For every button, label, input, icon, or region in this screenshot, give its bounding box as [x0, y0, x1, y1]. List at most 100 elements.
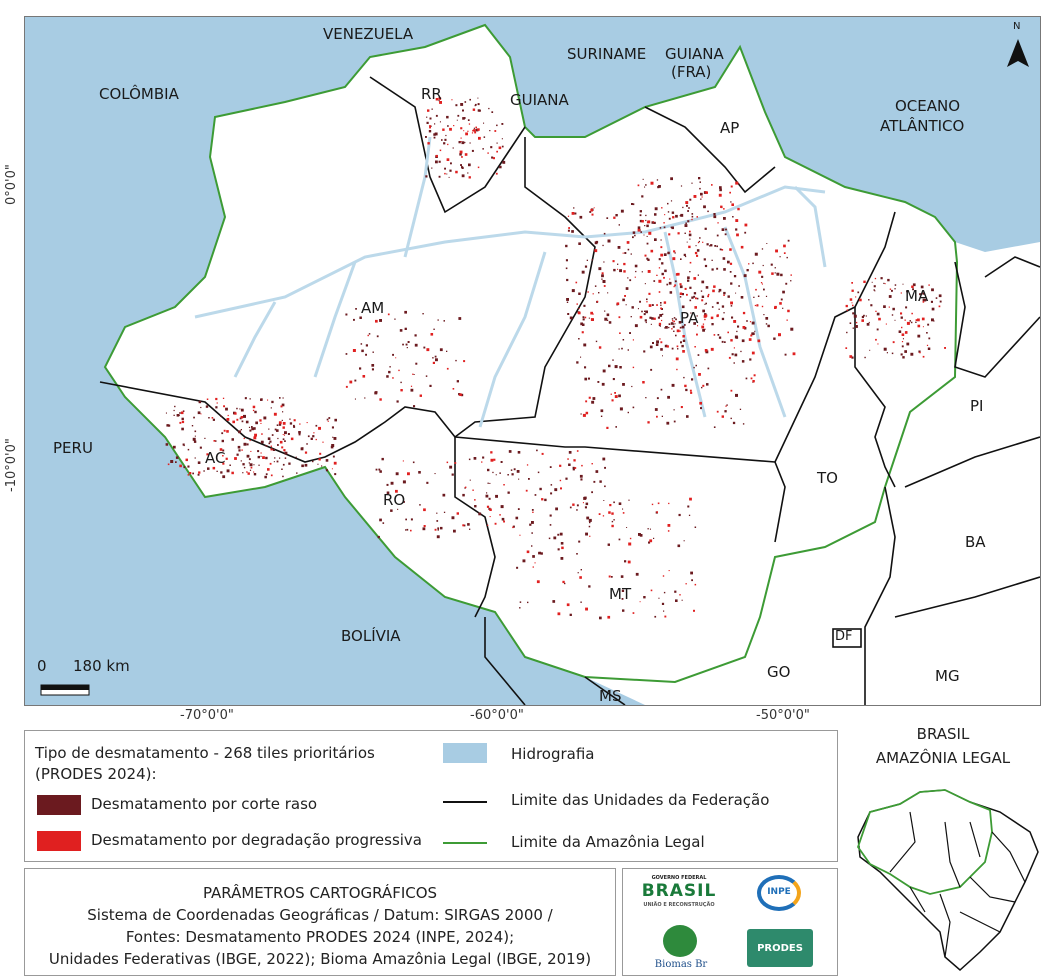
deforestation-patch — [439, 149, 442, 152]
deforestation-patch — [278, 421, 282, 425]
deforestation-patch — [438, 97, 442, 100]
label-oceano-2: ATLÂNTICO — [880, 117, 965, 135]
deforestation-patch — [695, 297, 697, 300]
deforestation-patch — [894, 284, 897, 286]
deforestation-patch — [548, 537, 551, 540]
deforestation-patch — [641, 220, 644, 223]
deforestation-patch — [456, 380, 459, 383]
deforestation-patch — [700, 290, 703, 292]
deforestation-patch — [591, 259, 593, 261]
deforestation-patch — [637, 184, 640, 187]
deforestation-patch — [639, 214, 642, 217]
deforestation-patch — [887, 278, 890, 282]
deforestation-patch — [673, 317, 676, 319]
deforestation-patch — [935, 297, 938, 299]
deforestation-patch — [618, 348, 620, 350]
deforestation-patch — [631, 385, 633, 388]
deforestation-patch — [699, 237, 701, 239]
deforestation-patch — [857, 291, 860, 294]
deforestation-patch — [855, 296, 857, 298]
deforestation-patch — [626, 241, 630, 244]
deforestation-patch — [234, 412, 237, 415]
deforestation-patch — [304, 451, 308, 454]
deforestation-patch — [632, 406, 635, 409]
deforestation-patch — [382, 522, 385, 524]
deforestation-patch — [696, 254, 699, 257]
deforestation-patch — [602, 515, 605, 517]
deforestation-patch — [646, 242, 649, 245]
deforestation-patch — [619, 332, 621, 334]
deforestation-patch — [686, 204, 688, 207]
deforestation-patch — [248, 426, 251, 428]
deforestation-patch — [707, 367, 710, 370]
deforestation-patch — [553, 536, 557, 540]
deforestation-patch — [222, 449, 225, 452]
deforestation-degradation — [167, 97, 946, 619]
deforestation-patch — [613, 268, 616, 272]
label-to: TO — [817, 469, 838, 487]
deforestation-patch — [582, 316, 585, 318]
deforestation-patch — [783, 252, 786, 254]
deforestation-patch — [702, 328, 705, 332]
deforestation-patch — [371, 368, 374, 371]
deforestation-patch — [721, 340, 724, 343]
deforestation-patch — [574, 212, 577, 215]
deforestation-patch — [254, 410, 257, 414]
deforestation-patch — [627, 349, 629, 351]
deforestation-patch — [786, 319, 788, 321]
deforestation-patch — [680, 341, 682, 344]
deforestation-patch — [723, 208, 725, 210]
deforestation-patch — [584, 496, 587, 500]
deforestation-patch — [379, 398, 382, 401]
deforestation-patch — [441, 139, 443, 141]
deforestation-patch — [448, 176, 450, 178]
deforestation-patch — [469, 98, 471, 101]
deforestation-patch — [851, 356, 854, 359]
deforestation-patch — [461, 166, 463, 168]
deforestation-patch — [638, 533, 641, 536]
deforestation-patch — [501, 517, 505, 521]
deforestation-patch — [567, 458, 569, 460]
deforestation-patch — [413, 405, 416, 408]
deforestation-patch — [729, 271, 732, 273]
deforestation-patch — [432, 361, 435, 364]
deforestation-patch — [660, 302, 662, 304]
deforestation-patch — [849, 298, 853, 301]
deforestation-patch — [917, 318, 920, 322]
deforestation-patch — [622, 252, 624, 254]
deforestation-patch — [898, 330, 902, 333]
deforestation-patch — [284, 431, 287, 435]
deforestation-patch — [560, 557, 564, 560]
deforestation-patch — [203, 470, 205, 472]
deforestation-patch — [221, 439, 224, 443]
deforestation-patch — [713, 285, 716, 288]
deforestation-patch — [600, 415, 603, 417]
deforestation-patch — [283, 434, 285, 436]
deforestation-patch — [489, 130, 491, 132]
deforestation-patch — [604, 485, 606, 488]
deforestation-patch — [675, 357, 679, 361]
deforestation-patch — [435, 154, 438, 158]
deforestation-patch — [702, 323, 705, 325]
deforestation-patch — [237, 445, 241, 449]
deforestation-patch — [575, 281, 578, 284]
deforestation-patch — [561, 546, 564, 550]
deforestation-patch — [429, 117, 432, 120]
deforestation-patch — [644, 254, 647, 257]
deforestation-patch — [623, 270, 626, 273]
deforestation-patch — [576, 303, 578, 305]
deforestation-patch — [183, 444, 185, 447]
deforestation-patch — [888, 306, 890, 308]
deforestation-patch — [242, 472, 244, 474]
deforestation-patch — [197, 473, 200, 476]
deforestation-patch — [693, 277, 697, 280]
label-mt: MT — [609, 585, 632, 603]
deforestation-patch — [774, 267, 776, 269]
deforestation-patch — [608, 575, 611, 578]
label-colombia: COLÔMBIA — [99, 85, 179, 103]
deforestation-patch — [729, 248, 732, 251]
deforestation-patch — [639, 229, 641, 231]
deforestation-patch — [589, 211, 592, 213]
deforestation-patch — [928, 337, 931, 340]
deforestation-patch — [776, 272, 780, 276]
